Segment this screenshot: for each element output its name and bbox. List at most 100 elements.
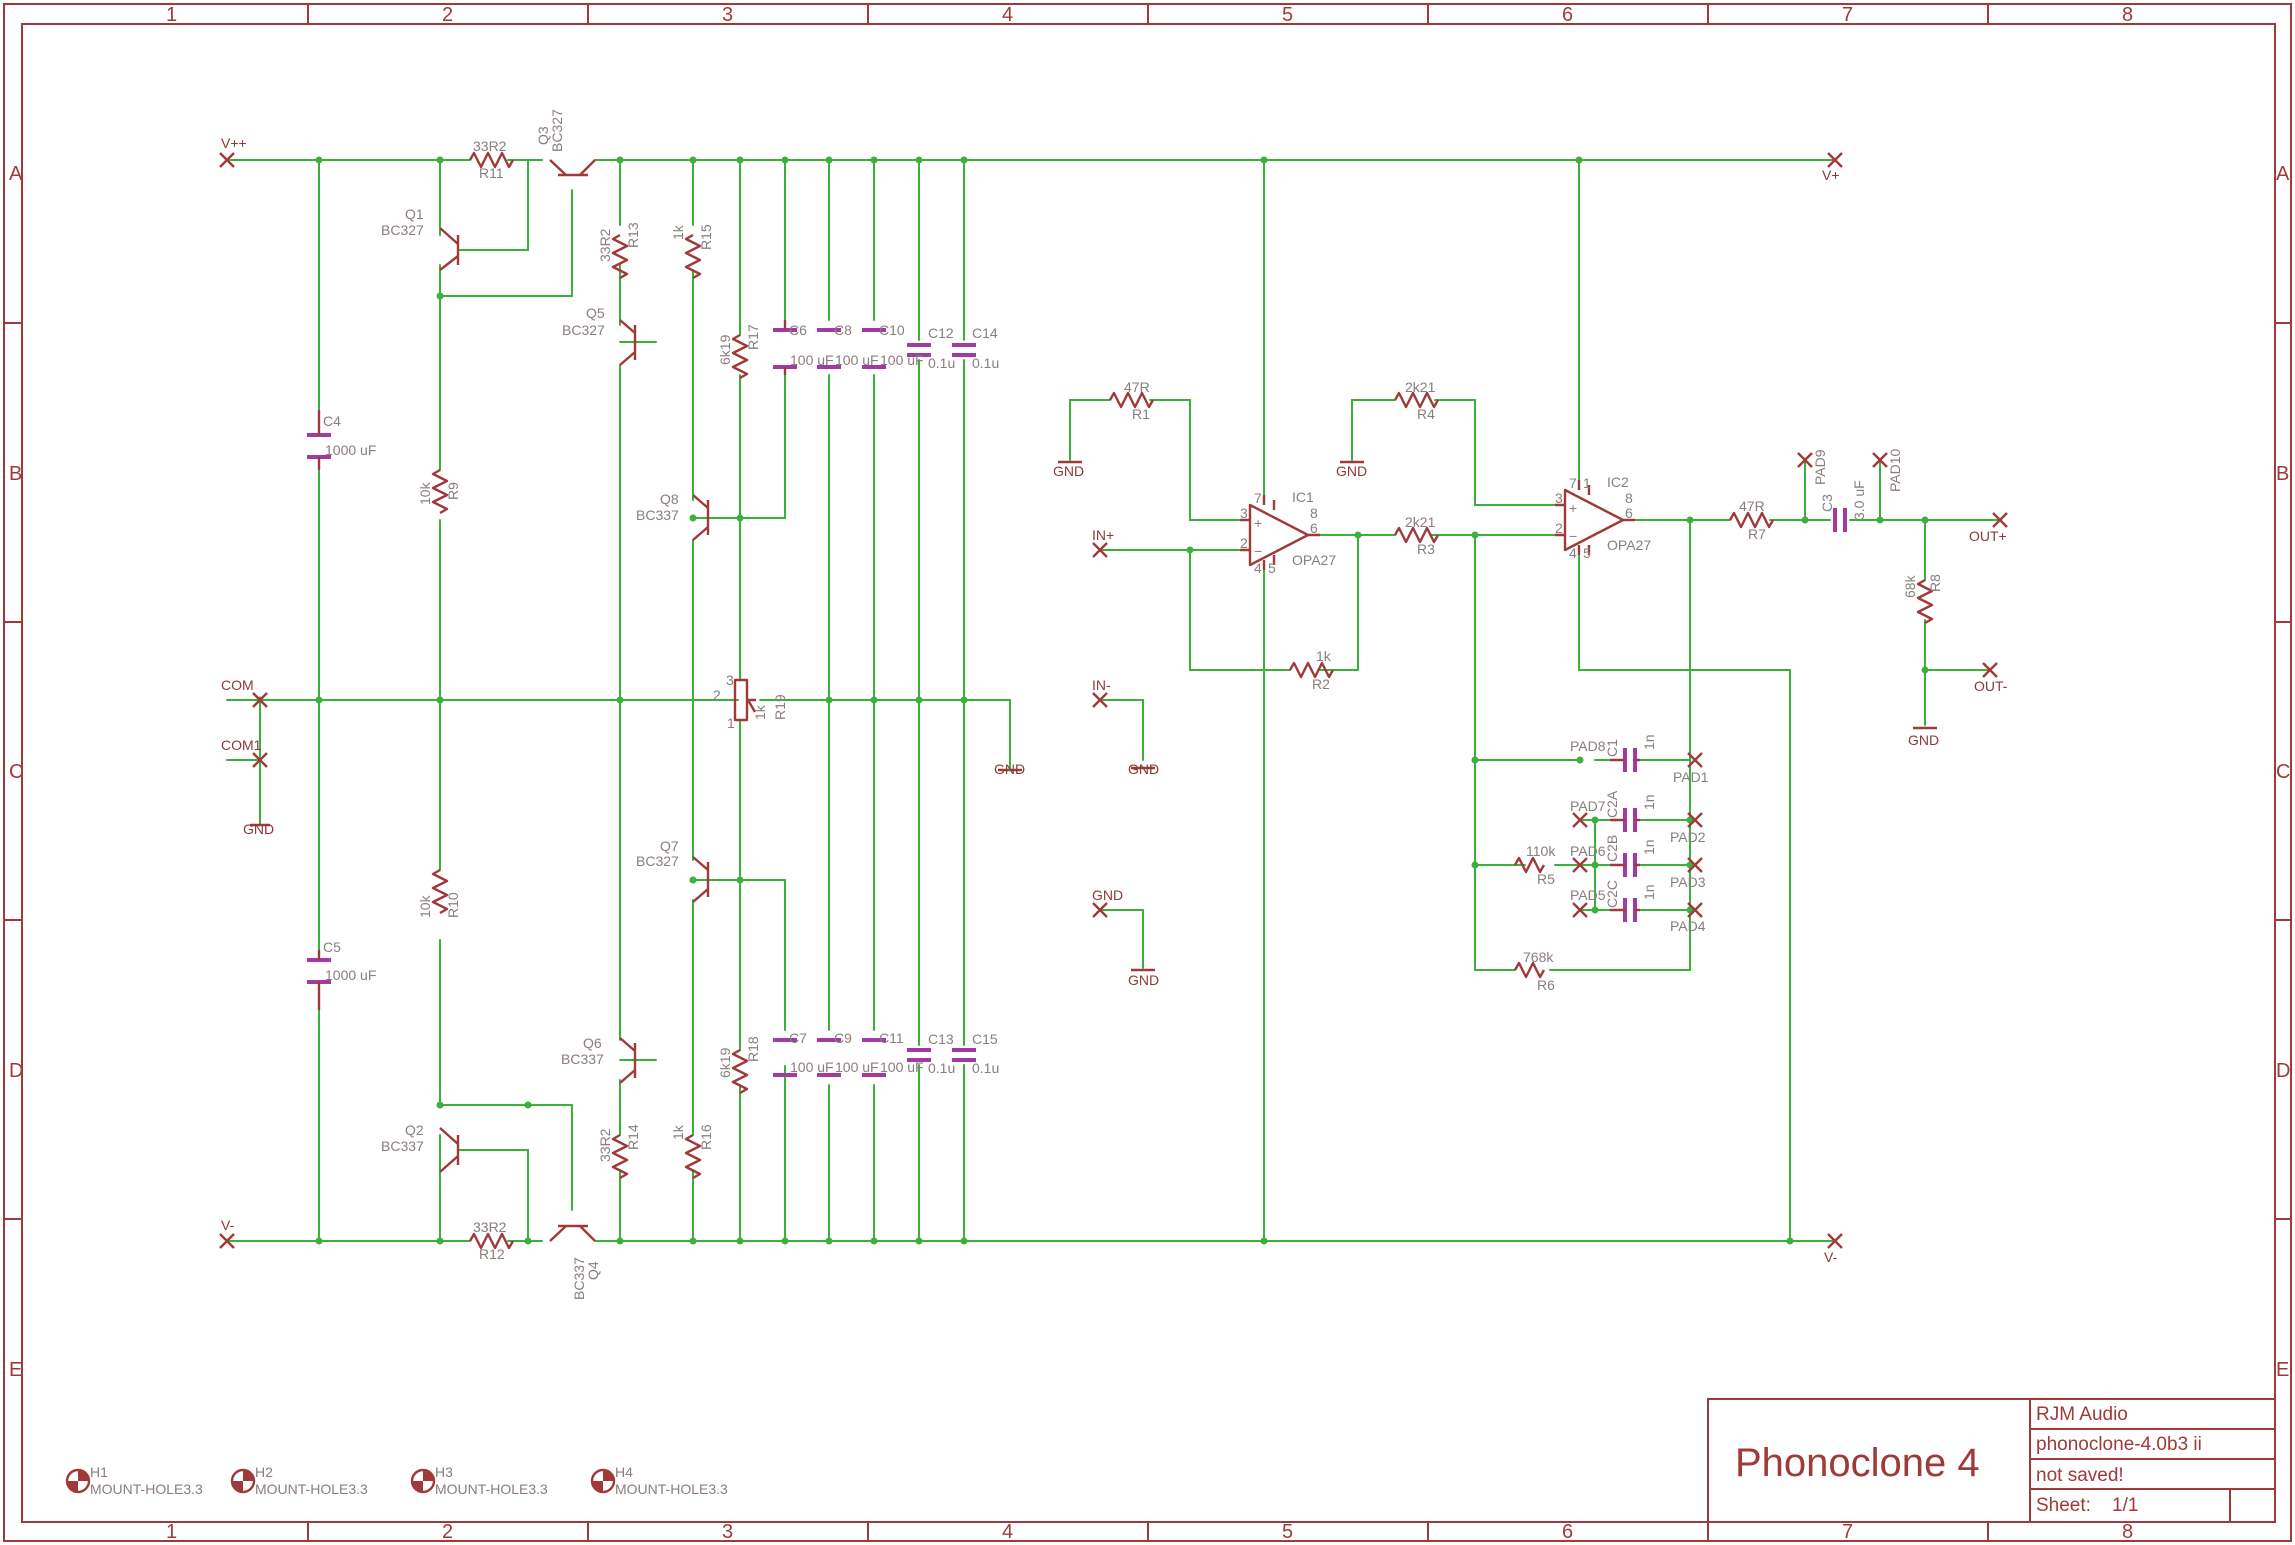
grid-row-a-right: A bbox=[2276, 163, 2290, 185]
terminal-x-mark bbox=[219, 152, 235, 168]
c13-name: C13 bbox=[928, 1031, 954, 1047]
grid-col-6-bottom: 6 bbox=[1562, 1521, 1573, 1543]
junction-dot bbox=[915, 1237, 923, 1245]
r12-name: R12 bbox=[479, 1246, 505, 1262]
terminal-x-mark bbox=[1687, 902, 1703, 918]
terminal-x-mark bbox=[1572, 812, 1588, 828]
junction-dot bbox=[736, 1237, 744, 1245]
junction-dot bbox=[1575, 156, 1583, 164]
opamp-ic1 bbox=[1240, 495, 1320, 570]
ic2-pin-6: 6 bbox=[1625, 505, 1633, 521]
r10-value: 10k bbox=[417, 894, 433, 918]
terminal-x-mark bbox=[1092, 692, 1108, 708]
file-name: phonoclone-4.0b3 ii bbox=[2036, 1434, 2202, 1455]
transistor-q8 bbox=[692, 494, 710, 541]
grid-row-c-right: C bbox=[2276, 761, 2290, 783]
resistor-r14 bbox=[611, 1133, 629, 1180]
c4-value: 1000 uF bbox=[325, 442, 376, 458]
ic2-pin-5: 5 bbox=[1583, 545, 1591, 561]
capacitor-c2c bbox=[1623, 898, 1637, 922]
opamp-ic2 bbox=[1555, 480, 1635, 555]
net-in-plus: IN+ bbox=[1092, 527, 1114, 543]
transistor-q4 bbox=[549, 1224, 596, 1242]
c14-name: C14 bbox=[972, 325, 998, 341]
r6-value: 768k bbox=[1523, 949, 1554, 965]
grid-col-1: 1 bbox=[166, 4, 177, 26]
c2b-value: 1n bbox=[1641, 839, 1657, 855]
ic1-pin-8: 8 bbox=[1310, 505, 1318, 521]
ic2-name: IC2 bbox=[1607, 474, 1629, 490]
capacitor-c2b bbox=[1623, 853, 1637, 877]
capacitor-c15 bbox=[952, 1048, 976, 1062]
junction-dot bbox=[825, 156, 833, 164]
r4-name: R4 bbox=[1417, 406, 1435, 422]
pad7-label: PAD7 bbox=[1570, 798, 1606, 814]
terminal-x-mark bbox=[1092, 542, 1108, 558]
terminal-x-mark bbox=[1572, 857, 1588, 873]
junction-dot bbox=[1354, 531, 1362, 539]
net-com: COM bbox=[221, 677, 254, 693]
pad2-label: PAD2 bbox=[1670, 829, 1706, 845]
r1-value: 47R bbox=[1124, 379, 1150, 395]
net-gnd-1: GND bbox=[243, 821, 274, 837]
company-name: RJM Audio bbox=[2036, 1404, 2128, 1425]
gnd-symbols bbox=[250, 460, 1937, 972]
terminal-x-mark bbox=[1872, 452, 1888, 468]
r13-name: R13 bbox=[625, 222, 641, 248]
junction-dot bbox=[689, 156, 697, 164]
junction-dot bbox=[1471, 756, 1479, 764]
terminal-x-mark bbox=[252, 692, 268, 708]
net-vminus: V- bbox=[1824, 1249, 1838, 1265]
grid-row-e: E bbox=[9, 1359, 22, 1381]
grid-row-d: D bbox=[9, 1060, 23, 1082]
pad3-label: PAD3 bbox=[1670, 874, 1706, 890]
transistor-q5 bbox=[619, 319, 637, 366]
r18-name: R18 bbox=[745, 1036, 761, 1062]
c11-value: 100 uF bbox=[880, 1059, 924, 1075]
junction-dot bbox=[1921, 666, 1929, 674]
q7-name: Q7 bbox=[660, 838, 679, 854]
ic1-value: OPA27 bbox=[1292, 552, 1336, 568]
h1-value: MOUNT-HOLE3.3 bbox=[90, 1481, 203, 1497]
grid-col-3: 3 bbox=[722, 4, 733, 26]
r1-name: R1 bbox=[1132, 406, 1150, 422]
r3-name: R3 bbox=[1417, 541, 1435, 557]
junction-dot bbox=[960, 696, 968, 704]
capacitor-c12 bbox=[907, 343, 931, 357]
r8-value: 68k bbox=[1902, 574, 1918, 598]
junction-dot bbox=[436, 1237, 444, 1245]
c6-value: 100 uF bbox=[790, 352, 834, 368]
r16-value: 1k bbox=[670, 1124, 686, 1140]
junction-dot bbox=[1576, 756, 1584, 764]
grid-row-a: A bbox=[9, 163, 23, 185]
h4-value: MOUNT-HOLE3.3 bbox=[615, 1481, 728, 1497]
q4-name: Q4 bbox=[585, 1261, 601, 1280]
grid-col-5-bottom: 5 bbox=[1282, 1521, 1293, 1543]
junction-dot bbox=[1186, 546, 1194, 554]
junction-dot bbox=[736, 156, 744, 164]
r8-name: R8 bbox=[1927, 574, 1943, 592]
q1-value: BC327 bbox=[381, 222, 424, 238]
ic2-minus: − bbox=[1569, 528, 1577, 544]
pad5-label: PAD5 bbox=[1570, 887, 1606, 903]
c2a-name: C2A bbox=[1604, 790, 1620, 818]
transistor-q6 bbox=[619, 1037, 637, 1084]
grid-col-4-bottom: 4 bbox=[1002, 1521, 1013, 1543]
terminal-x-mark bbox=[1827, 1233, 1843, 1249]
resistor-r3 bbox=[1393, 526, 1440, 544]
c3-name: C3 bbox=[1819, 494, 1835, 512]
capacitor-c10 bbox=[862, 328, 886, 369]
q8-name: Q8 bbox=[660, 491, 679, 507]
ic1-pin-2: 2 bbox=[1240, 535, 1248, 551]
junction-dot bbox=[825, 696, 833, 704]
junction-dot bbox=[736, 514, 744, 522]
grid-col-6: 6 bbox=[1562, 4, 1573, 26]
pad8-label: PAD8 bbox=[1570, 738, 1606, 754]
capacitor-c9 bbox=[817, 1038, 841, 1077]
junction-dot bbox=[436, 292, 444, 300]
c5-name: C5 bbox=[323, 939, 341, 955]
terminal-x-mark bbox=[1827, 152, 1843, 168]
title-block bbox=[1707, 1398, 2276, 1523]
junction-dot bbox=[915, 156, 923, 164]
